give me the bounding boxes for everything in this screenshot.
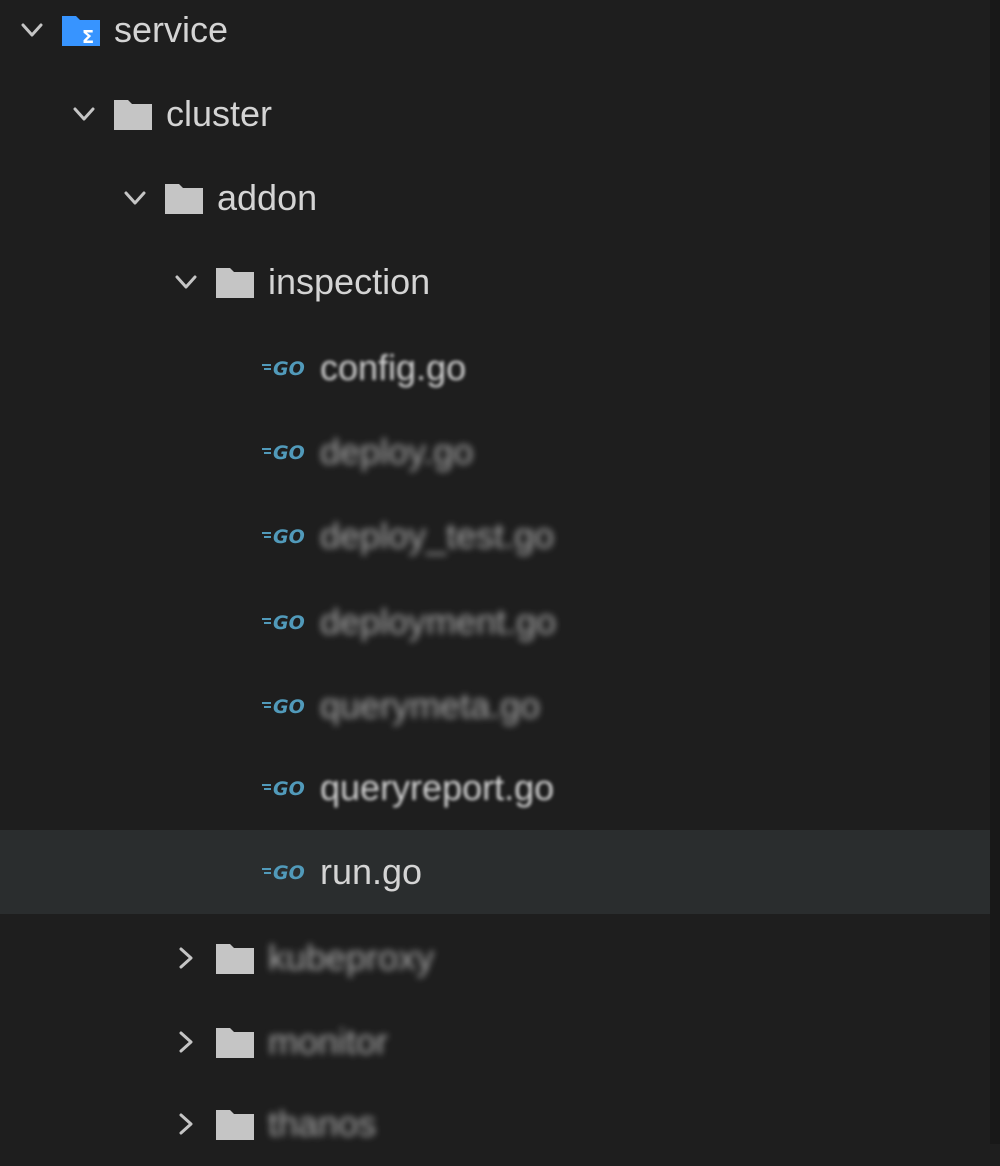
folder-icon: [214, 1106, 256, 1142]
folder-label: monitor: [268, 1021, 389, 1062]
tree-folder-service[interactable]: Σ service: [0, 0, 990, 72]
folder-label: kubeproxy: [268, 937, 435, 978]
tree-folder-collapsed[interactable]: thanos: [0, 1082, 990, 1166]
tree-file-config-go[interactable]: GO config.go: [0, 326, 990, 410]
folder-icon: [214, 1024, 256, 1060]
file-explorer-tree: Σ service cluster addon inspection: [0, 0, 990, 1142]
tree-folder-cluster[interactable]: cluster: [0, 72, 990, 156]
tree-file-deploy-test-go[interactable]: GO deploy_test.go: [0, 494, 990, 578]
chevron-down-icon[interactable]: [68, 98, 100, 130]
folder-icon: [163, 180, 205, 216]
svg-text:GO: GO: [273, 358, 305, 380]
chevron-right-icon[interactable]: [170, 1108, 202, 1140]
tree-folder-collapsed[interactable]: kubeproxy: [0, 916, 990, 1000]
folder-label: service: [114, 9, 229, 50]
file-label: queryreport.go: [320, 767, 555, 808]
chevron-right-icon[interactable]: [170, 1026, 202, 1058]
file-label: querymeta.go: [320, 685, 541, 726]
file-label: run.go: [320, 851, 423, 892]
tree-folder-inspection[interactable]: inspection: [0, 240, 990, 324]
folder-label: addon: [217, 177, 318, 218]
file-label: deploy.go: [320, 431, 474, 472]
svg-text:GO: GO: [273, 862, 305, 884]
go-file-icon: GO: [262, 776, 312, 800]
tree-file-run-go[interactable]: GO run.go: [0, 830, 990, 914]
svg-text:GO: GO: [273, 442, 305, 464]
folder-icon: [214, 940, 256, 976]
go-file-icon: GO: [262, 524, 312, 548]
svg-text:GO: GO: [273, 612, 305, 634]
go-file-icon: GO: [262, 694, 312, 718]
file-label: deployment.go: [320, 601, 557, 642]
folder-icon: [214, 264, 256, 300]
svg-text:GO: GO: [273, 526, 305, 548]
tree-folder-collapsed[interactable]: monitor: [0, 1000, 990, 1084]
tree-file-queryreport-go[interactable]: GO queryreport.go: [0, 746, 990, 830]
go-file-icon: GO: [262, 356, 312, 380]
svg-text:Σ: Σ: [82, 27, 94, 48]
tree-file-deployment-go[interactable]: GO deployment.go: [0, 580, 990, 664]
folder-label: cluster: [166, 93, 273, 134]
go-file-icon: GO: [262, 440, 312, 464]
svg-text:GO: GO: [273, 778, 305, 800]
chevron-right-icon[interactable]: [170, 942, 202, 974]
tree-file-deploy-go[interactable]: GO deploy.go: [0, 410, 990, 494]
chevron-down-icon[interactable]: [16, 14, 48, 46]
go-file-icon: GO: [262, 860, 312, 884]
folder-label: inspection: [268, 261, 431, 302]
tree-file-querymeta-go[interactable]: GO querymeta.go: [0, 664, 990, 748]
file-label: config.go: [320, 347, 467, 388]
chevron-down-icon[interactable]: [170, 266, 202, 298]
svg-text:GO: GO: [273, 696, 305, 718]
go-file-icon: GO: [262, 610, 312, 634]
folder-icon: [112, 96, 154, 132]
folder-label: thanos: [268, 1103, 377, 1144]
folder-open-blue-icon: Σ: [60, 12, 102, 48]
tree-folder-addon[interactable]: addon: [0, 156, 990, 240]
chevron-down-icon[interactable]: [119, 182, 151, 214]
scrollbar-track[interactable]: [990, 0, 1000, 1144]
file-label: deploy_test.go: [320, 515, 555, 556]
